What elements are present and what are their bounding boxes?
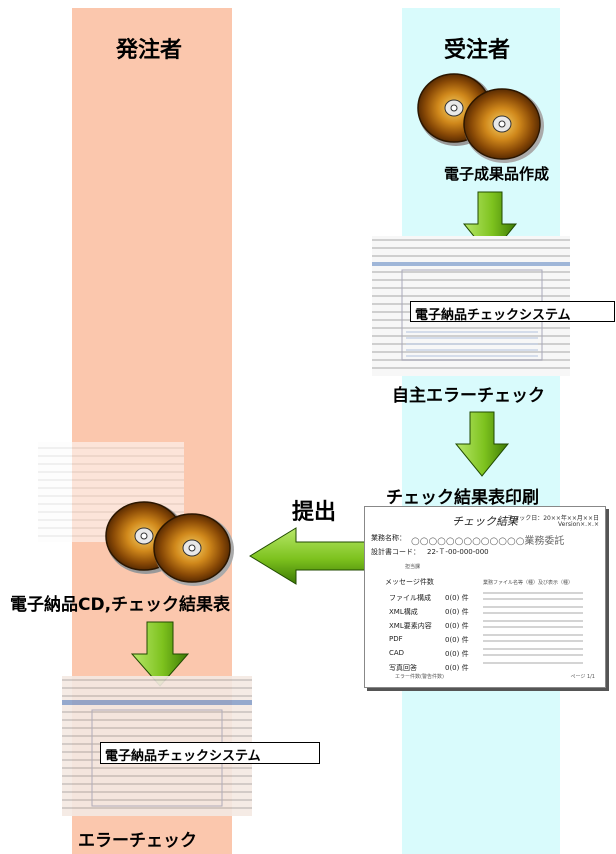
report-page: ページ 1/1 — [570, 674, 595, 680]
arrow-left-icon — [249, 527, 373, 585]
error-check-label: エラーチェック — [78, 831, 197, 851]
create-label: 電子成果品作成 — [444, 165, 550, 183]
row-value: 0(0) 件 — [445, 594, 469, 602]
message-heading: メッセージ件数 — [385, 578, 434, 586]
row-value: 0(0) 件 — [445, 664, 469, 672]
design-code-label: 設計書コード： — [371, 548, 420, 556]
design-code: 22-Ｔ-00-000-000 — [427, 548, 489, 556]
row-label: CAD — [389, 649, 405, 657]
check-system-label: 電子納品チェックシステム — [410, 301, 615, 323]
report-version: Version×.×.× — [558, 521, 599, 528]
cd-disc-icon — [417, 73, 544, 163]
task-name: ○○○○○○○○○○○○○業務委託 — [411, 536, 565, 547]
row-value: 0(0) 件 — [445, 608, 469, 616]
submit-label: 提出 — [292, 500, 337, 525]
row-label: 写真回答 — [389, 664, 417, 672]
row-label: XML要素内容 — [389, 622, 432, 630]
deliverables-label: 電子納品CD,チェック結果表 — [10, 595, 231, 615]
cd-disc-icon — [105, 501, 234, 586]
arrow-down-icon — [130, 621, 190, 687]
row-value: 0(0) 件 — [445, 622, 469, 630]
print-label: チェック結果表印刷 — [386, 488, 539, 508]
check-system-label: 電子納品チェックシステム — [100, 742, 320, 764]
self-check-label: 自主エラーチェック — [392, 386, 545, 406]
detail-heading: 業務ファイル名等（種）及び表示（種） — [483, 580, 574, 586]
row-value: 0(0) 件 — [445, 650, 469, 658]
report-footer-left: エラー件数(警告件数) — [395, 674, 444, 680]
report-date: チェック日：20××年××月××日 — [507, 515, 599, 522]
row-label: ファイル構成 — [389, 594, 431, 602]
check-result-report: チェック結果 チェック日：20××年××月××日 Version×.×.× 業務… — [364, 506, 606, 688]
row-label: XML構成 — [389, 608, 418, 616]
report-detail-lines — [483, 592, 583, 664]
office-label: 担当課 — [405, 564, 421, 570]
contractor-title: 受注者 — [444, 38, 511, 63]
row-value: 0(0) 件 — [445, 636, 469, 644]
arrow-down-icon — [454, 411, 510, 477]
orderer-title: 発注者 — [116, 38, 183, 63]
row-label: PDF — [389, 635, 403, 643]
task-name-label: 業務名称： — [371, 534, 406, 542]
report-title: チェック結果 — [452, 515, 518, 528]
